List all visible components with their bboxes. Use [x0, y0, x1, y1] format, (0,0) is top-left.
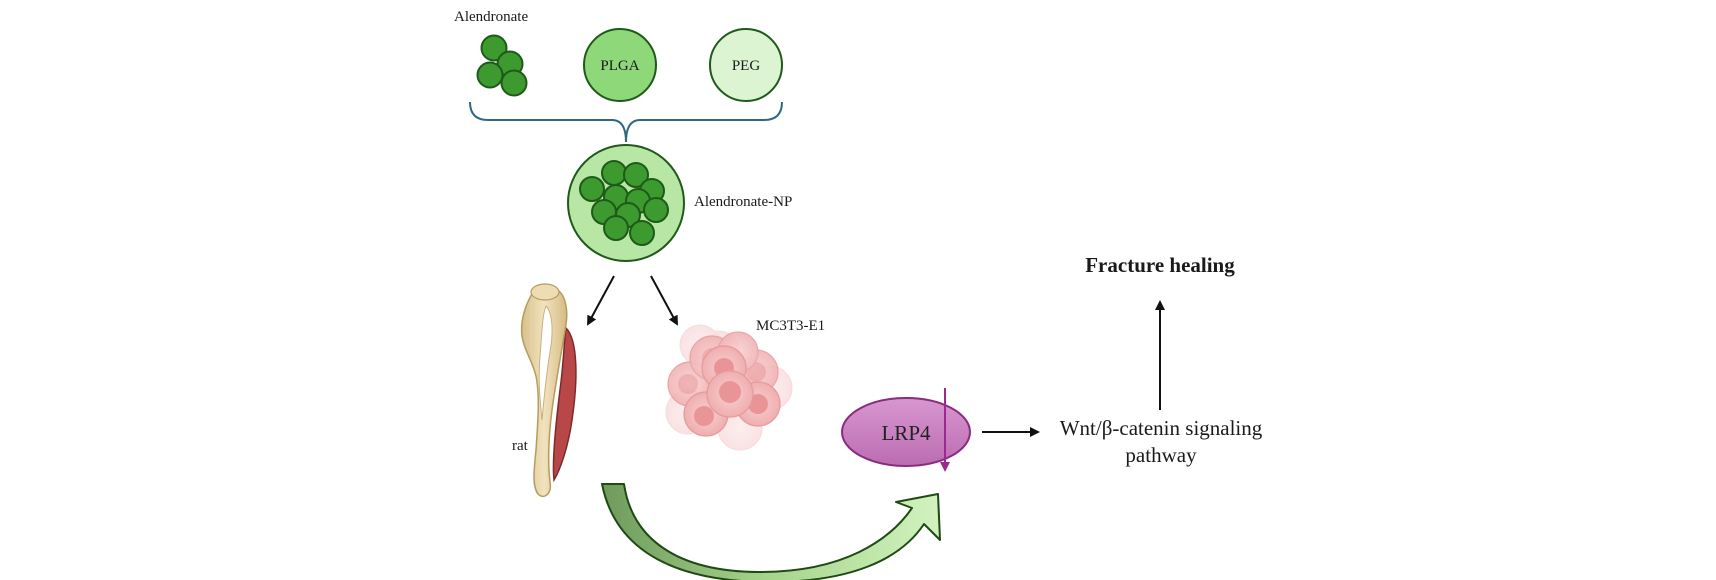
arrow-to-rat [587, 275, 615, 326]
pathway-label-line2: pathway [1125, 443, 1197, 467]
grouping-brace [469, 101, 783, 143]
lrp4-label: LRP4 [881, 421, 931, 445]
outcome-label: Fracture healing [1085, 253, 1235, 277]
plga-label: PLGA [600, 58, 639, 74]
nanoparticle-label: Alendronate-NP [694, 194, 792, 210]
peg-circle: PEG [709, 28, 783, 102]
alendronate-nanoparticle-icon [567, 144, 685, 262]
arrow-to-cells [650, 275, 678, 326]
curved-arrow-icon [601, 483, 941, 580]
alendronate-label: Alendronate [454, 9, 528, 25]
rat-label: rat [512, 438, 529, 454]
lrp4-receptor: LRP4 [841, 397, 971, 467]
peg-label: PEG [732, 58, 761, 74]
cell-cluster-icon [665, 324, 793, 451]
pathway-label-line1: Wnt/β-catenin signaling [1060, 416, 1263, 440]
alendronate-molecules-icon [476, 34, 528, 97]
cell-line-label: MC3T3-E1 [756, 318, 825, 334]
plga-circle: PLGA [583, 28, 657, 102]
rat-femur-icon [520, 283, 577, 498]
